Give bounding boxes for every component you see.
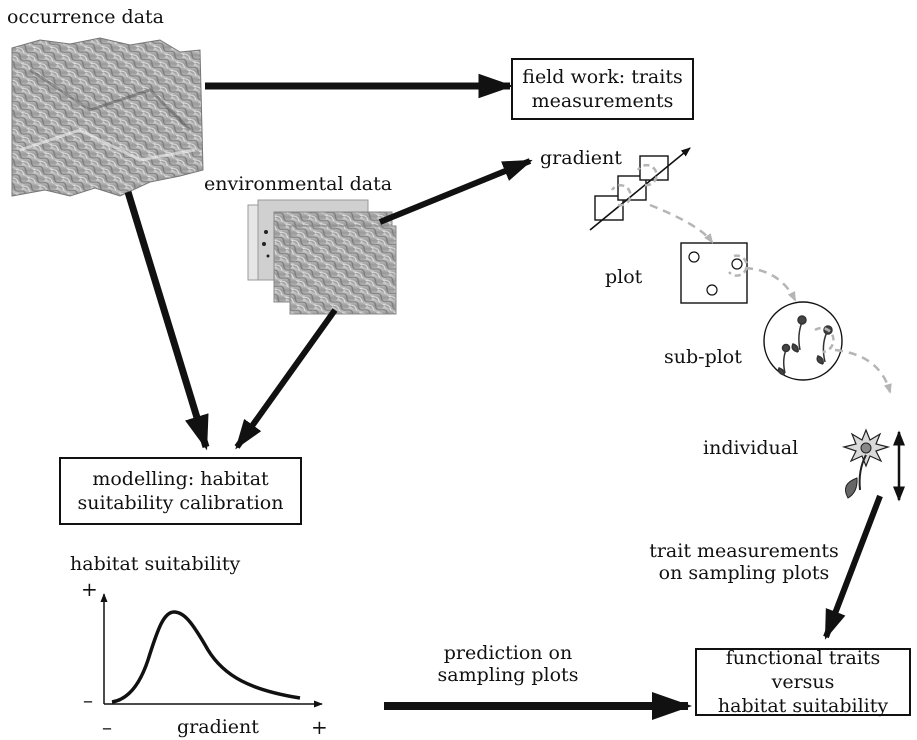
trait-measurements-line2: on sampling plots [658, 562, 830, 584]
trait-measurements-line1: trait measurements [649, 540, 839, 562]
occurrence-data-label: occurrence data [7, 6, 164, 28]
habitat-suitability-plot [100, 593, 323, 708]
prediction-line2: sampling plots [437, 664, 579, 686]
prediction-line1: prediction on [443, 642, 573, 664]
individual-label: individual [703, 437, 799, 459]
habitat-suitability-title: habitat suitability [70, 553, 241, 575]
suitability-curve [111, 610, 301, 704]
x-axis-label: gradient [177, 716, 259, 738]
subplot-label: sub-plot [664, 346, 742, 368]
functional-line1: functional traits versus [725, 647, 881, 693]
trait-measurements-label: trait measurements on sampling plots [644, 540, 844, 584]
functional-traits-box: functional traits versus habitat suitabi… [695, 647, 911, 717]
environmental-data-label: environmental data [204, 173, 393, 195]
environmental-layers-image [247, 199, 397, 315]
zoom-path-subplot-individual [834, 348, 892, 394]
y-minus-label: – [83, 688, 93, 712]
subplot-circle-icon [763, 301, 843, 381]
fieldwork-box: field work: traits measurements [511, 58, 694, 120]
plot-square-icon [680, 242, 748, 304]
fieldwork-line1: field work: traits [522, 66, 683, 88]
functional-line2: habitat suitability [717, 695, 889, 717]
gradient-top-label: gradient [540, 147, 622, 169]
modelling-line2: suitability calibration [77, 492, 284, 514]
plot-label: plot [605, 266, 643, 288]
modelling-line1: modelling: habitat [92, 468, 269, 490]
x-plus-label: + [311, 715, 328, 739]
y-plus-label: + [81, 577, 98, 601]
x-minus-label: – [102, 715, 112, 739]
gradient-transect-icon [589, 147, 691, 231]
arrow-individual-to-functional [823, 494, 883, 640]
flower-individual-icon [841, 428, 891, 499]
arrow-occurrence-to-modelling [124, 190, 210, 451]
fieldwork-line2: measurements [531, 90, 674, 112]
zoom-path-gradient-plot [649, 203, 714, 244]
prediction-label: prediction on sampling plots [428, 642, 588, 686]
zoom-path-plot-subplot [744, 266, 797, 302]
arrow-environmental-to-modelling [234, 308, 338, 450]
modelling-box: modelling: habitat suitability calibrati… [59, 457, 302, 525]
arrow-environmental-to-gradient [378, 158, 533, 225]
terrain-map-image [11, 37, 204, 197]
